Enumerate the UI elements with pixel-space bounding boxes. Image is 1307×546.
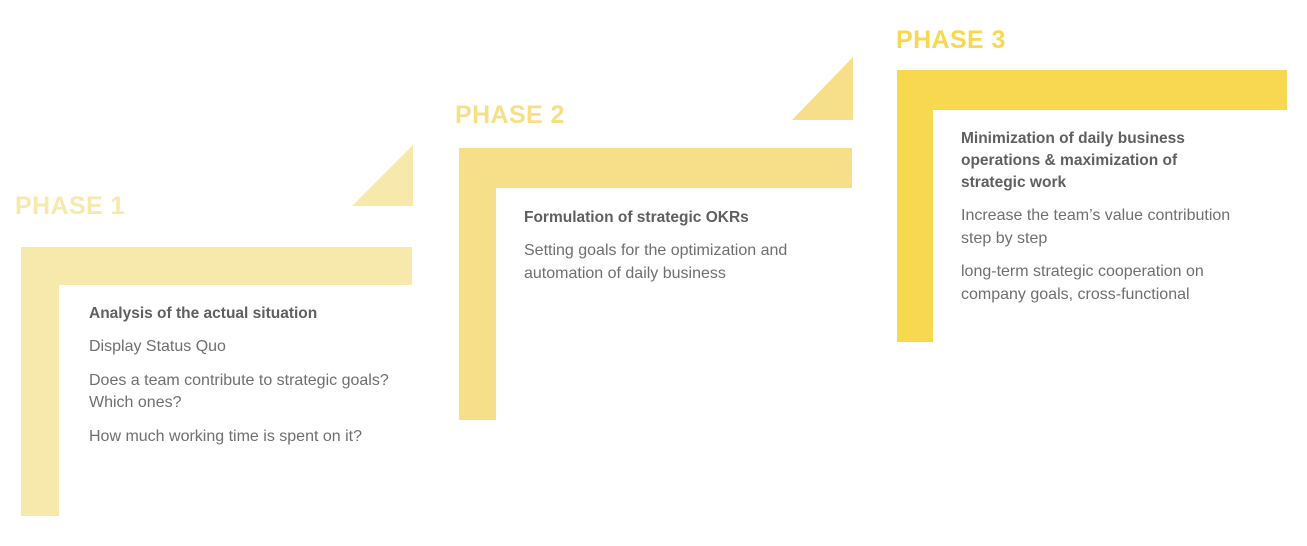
phase-3-bracket-top-bar xyxy=(897,70,1287,110)
phase-1-bracket-left-leg xyxy=(21,285,59,516)
phase-2-to-phase-3-connector-triangle xyxy=(792,57,853,120)
phase-3-item-1: Increase the team’s value contribution s… xyxy=(961,207,1231,247)
phase-3-text-block: Minimization of daily business operation… xyxy=(961,128,1236,307)
phase-1-label: PHASE 1 xyxy=(15,192,125,220)
phase-3-heading: Minimization of daily business operation… xyxy=(961,130,1185,191)
phase-1-bracket-top-bar xyxy=(21,247,412,285)
phase-1-text-block: Analysis of the actual situation Display… xyxy=(89,303,389,449)
phase-3-bracket-left-leg xyxy=(897,110,933,342)
phase-1-item-2: Does a team contribute to strategic goal… xyxy=(89,371,389,412)
phase-3-item-2: long-term strategic cooperation on compa… xyxy=(961,263,1204,304)
phase-3-label: PHASE 3 xyxy=(896,26,1006,54)
phase-2-text-block: Formulation of strategic OKRs Setting go… xyxy=(524,207,824,285)
phase-1-heading: Analysis of the actual situation xyxy=(89,305,318,322)
phase-1-item-3: How much working time is spent on it? xyxy=(89,428,362,446)
phase-1-to-phase-2-connector-triangle xyxy=(352,145,413,206)
phase-2-label: PHASE 2 xyxy=(455,101,565,129)
phase-2-item-1: Setting goals for the optimization and a… xyxy=(524,242,788,282)
phase-2-bracket-left-leg xyxy=(459,188,496,420)
phase-2-heading: Formulation of strategic OKRs xyxy=(524,209,749,226)
phase-2-bracket-top-bar xyxy=(459,148,852,188)
phase-1-item-1: Display Status Quo xyxy=(89,338,226,355)
